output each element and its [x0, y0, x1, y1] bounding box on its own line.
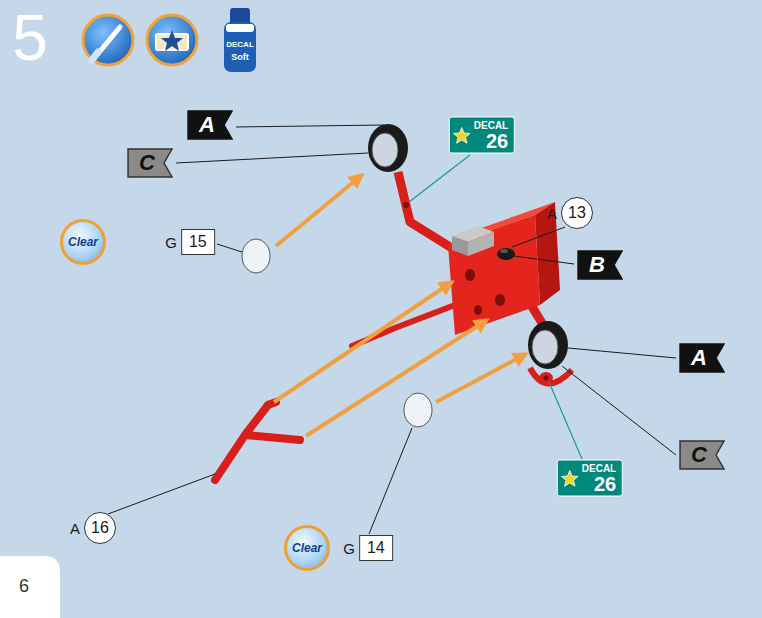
- decal-badge: DECAL26: [557, 460, 623, 497]
- assembly-arrows: [274, 282, 452, 402]
- callout-number: 14: [359, 535, 393, 561]
- decal-star: [561, 470, 578, 486]
- leader-lines: [108, 125, 676, 534]
- decal-word: DECAL: [474, 120, 508, 131]
- decal-leaders: [409, 155, 470, 202]
- callout-number: 13: [561, 197, 593, 229]
- paint-code: C: [691, 442, 707, 468]
- lamp-rings: [532, 330, 558, 364]
- clear-paint: Clear: [292, 541, 322, 555]
- part-callout: A13: [547, 197, 593, 229]
- part-callout: A16: [70, 512, 116, 544]
- red-part: [539, 372, 553, 384]
- sprue-letter: A: [547, 205, 557, 222]
- paint-flag: C: [679, 440, 725, 470]
- callout-number: 15: [181, 229, 215, 255]
- red-part: [500, 249, 508, 253]
- paint-flag: A: [679, 343, 725, 373]
- red-part: [530, 368, 572, 384]
- callout-number: 16: [84, 512, 116, 544]
- leader-lines: [514, 256, 574, 264]
- flag-shape: [680, 344, 724, 372]
- assembly-arrows: [436, 354, 526, 402]
- clear-badge: Clear: [60, 219, 106, 265]
- flag-shape: [128, 149, 172, 177]
- decal-leaders: [549, 382, 582, 459]
- paint-flag: C: [127, 148, 173, 178]
- step-icons: [161, 30, 183, 51]
- paint-code: A: [691, 345, 707, 371]
- assembly-arrows: [274, 175, 526, 436]
- clear-lenses: [242, 239, 432, 427]
- flag-shape: [188, 111, 232, 139]
- clear-lenses: [242, 239, 270, 273]
- flag-shape: [680, 441, 724, 469]
- clear-paint: Clear: [68, 235, 98, 249]
- red-part: [544, 376, 549, 381]
- sprue-callout: G15: [165, 229, 215, 255]
- step-number: 5: [12, 6, 48, 70]
- assembly-arrows: [306, 320, 487, 436]
- red-part: [403, 202, 409, 208]
- leader-lines: [568, 348, 676, 358]
- clear-badge: Clear: [284, 525, 330, 571]
- step-icons: [83, 8, 256, 72]
- bottle-text: DECAL: [226, 41, 254, 49]
- lamp-rings: [372, 133, 398, 167]
- background: [0, 556, 60, 618]
- paint-code: B: [589, 252, 605, 278]
- sprue-letter: G: [165, 234, 177, 251]
- leader-lines: [562, 366, 676, 455]
- red-part: [468, 232, 494, 256]
- red-part: [497, 248, 515, 260]
- bottle-text: Soft: [231, 53, 249, 62]
- decal-leaders: [409, 155, 582, 459]
- red-part: [398, 172, 455, 250]
- sprue-callout: G14: [343, 535, 393, 561]
- leader-lines: [369, 428, 412, 534]
- red-part: [465, 269, 475, 281]
- leader-lines: [236, 125, 384, 127]
- sprue-letter: G: [343, 540, 355, 557]
- red-part: [448, 215, 540, 335]
- decal-badge: DECAL26: [449, 117, 515, 154]
- leader-lines: [176, 153, 368, 163]
- y-part: [215, 402, 300, 480]
- red-part: [474, 305, 482, 315]
- page-number: 6: [19, 577, 29, 595]
- decal-number: 26: [594, 474, 616, 494]
- decal-star: [453, 127, 470, 143]
- assembly-arrows: [276, 175, 362, 246]
- sprue-letter: A: [70, 520, 80, 537]
- lamp-rings: [368, 124, 408, 172]
- paint-flag: A: [187, 110, 233, 140]
- decal-number: 26: [486, 131, 508, 151]
- paint-code: A: [199, 112, 215, 138]
- red-part: [495, 294, 505, 306]
- flag-shape: [578, 251, 622, 279]
- step-icons: [224, 22, 256, 72]
- clear-lenses: [404, 393, 432, 427]
- step-icons: [83, 15, 133, 65]
- step-icons: [147, 15, 197, 65]
- step-icons: [226, 24, 254, 32]
- decal-star: [561, 469, 579, 487]
- red-part: [352, 172, 572, 384]
- step-icons: [92, 52, 98, 60]
- step-icons: [230, 8, 250, 24]
- paint-flag: B: [577, 250, 623, 280]
- red-part: [452, 236, 468, 256]
- leader-lines: [217, 244, 242, 252]
- decal-word: DECAL: [582, 463, 616, 474]
- decal-star: [453, 126, 471, 144]
- leader-lines: [108, 474, 215, 514]
- y-part: [215, 402, 300, 480]
- leader-lines: [512, 227, 565, 247]
- lamp-rings: [528, 321, 568, 369]
- paint-code: C: [139, 150, 155, 176]
